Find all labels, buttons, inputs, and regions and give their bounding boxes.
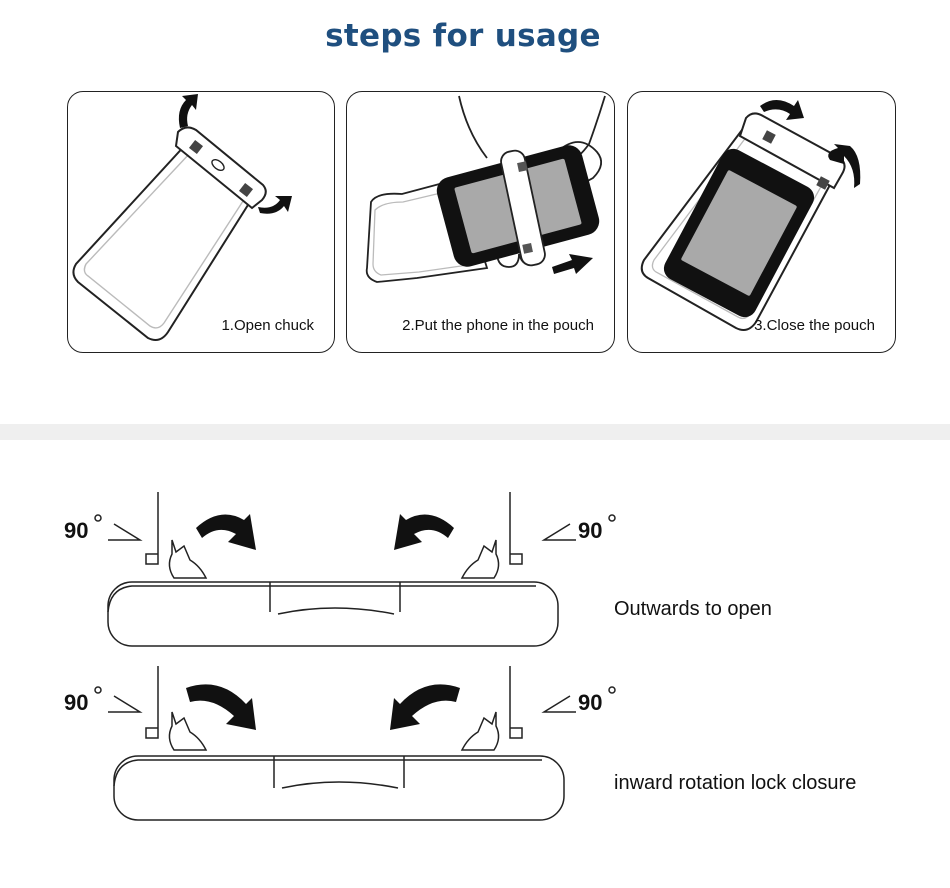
outward-arrow-icon bbox=[196, 514, 256, 550]
page-title: steps for usage bbox=[325, 18, 601, 54]
step-caption: 2.Put the phone in the pouch bbox=[402, 317, 594, 334]
outward-arrow-icon bbox=[394, 514, 454, 550]
step-caption: 1.Open chuck bbox=[221, 317, 314, 334]
rotate-arrow-icon bbox=[828, 144, 861, 188]
clip-icon bbox=[762, 130, 776, 144]
step-panel-insert-phone: 2.Put the phone in the pouch bbox=[346, 91, 615, 353]
inward-arrow-icon bbox=[390, 684, 460, 730]
rotate-arrow-icon bbox=[258, 196, 292, 214]
insert-arrow-icon bbox=[552, 254, 593, 274]
phone-insert-illustration bbox=[365, 95, 606, 283]
step-panel-open-chuck: 1.Open chuck bbox=[67, 91, 335, 353]
step-caption: 3.Close the pouch bbox=[754, 317, 875, 334]
rotation-diagram: 90 90 90 90 bbox=[0, 470, 950, 870]
clip-icon bbox=[816, 176, 830, 190]
inward-arrow-icon bbox=[186, 684, 256, 730]
rotate-arrow-icon bbox=[760, 100, 804, 120]
angle-label: 90 bbox=[578, 690, 602, 715]
open-instruction: Outwards to open bbox=[614, 598, 772, 620]
closure-rotation-illustration: 90 90 90 90 bbox=[64, 492, 616, 821]
section-divider bbox=[0, 424, 950, 440]
clip-icon bbox=[188, 139, 204, 155]
angle-label: 90 bbox=[64, 518, 88, 543]
angle-label: 90 bbox=[578, 518, 602, 543]
step-panel-close-pouch: 3.Close the pouch bbox=[627, 91, 896, 353]
angle-label: 90 bbox=[64, 690, 88, 715]
pouch-open-illustration bbox=[72, 94, 292, 341]
close-instruction: inward rotation lock closure bbox=[614, 772, 857, 794]
clip-icon bbox=[238, 182, 254, 198]
rotate-arrow-icon bbox=[178, 94, 198, 128]
pouch-close-illustration bbox=[640, 100, 861, 331]
